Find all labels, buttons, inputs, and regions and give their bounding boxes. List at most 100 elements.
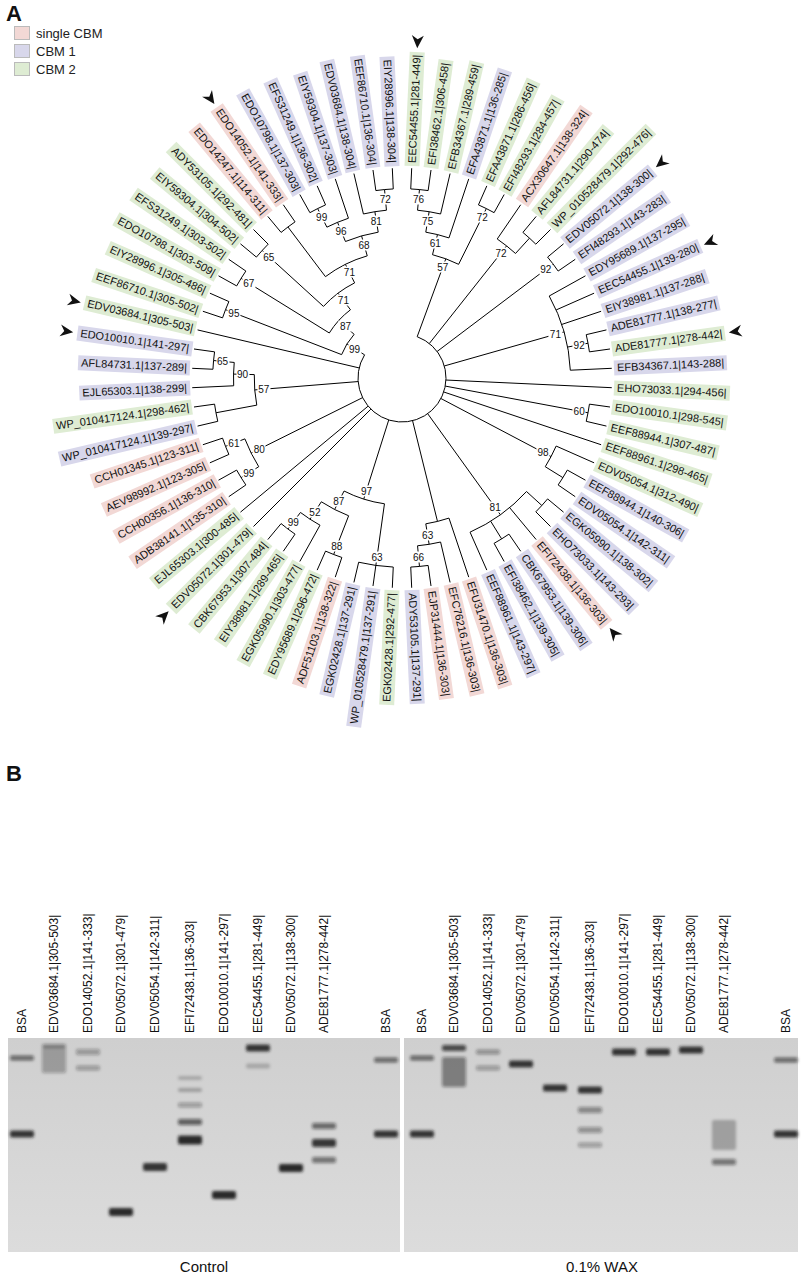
marker-arrow [67, 294, 81, 306]
legend-item: CBM 2 [14, 60, 102, 78]
gel-band [212, 1191, 236, 1199]
tree-branch [226, 310, 355, 355]
sequence-label: EFB34367.1|143-288| [616, 357, 724, 374]
gel-band [178, 1119, 202, 1125]
marker-arrow [704, 234, 718, 245]
gel-band [246, 1064, 270, 1069]
bootstrap-value: 57 [436, 262, 449, 273]
tree-branch [262, 251, 354, 307]
tree-branch [268, 524, 295, 552]
legend-item: single CBM [14, 24, 102, 42]
condition-label: Control [180, 1258, 228, 1276]
sequence-label-box: ADY53105.1|137-291| [404, 589, 424, 704]
bootstrap-value: 99 [315, 211, 328, 222]
panel-letter: B [6, 762, 22, 786]
legend-item: CBM 1 [14, 42, 102, 60]
tree-branch [354, 562, 393, 588]
lane-label: EDV05072.1|301-479| [114, 915, 128, 1033]
sequence-label: EEC54455.1|281-449| [405, 55, 422, 164]
bootstrap-value: 72 [494, 247, 507, 258]
gel-band [374, 1058, 398, 1063]
bootstrap-value: 81 [370, 215, 383, 226]
bootstrap-value: 87 [332, 496, 345, 507]
lane-label: BSA [15, 1009, 29, 1033]
tree-branch [545, 446, 594, 478]
marker-arrows [59, 35, 742, 642]
tree-branch [523, 216, 551, 244]
panel-letter: A [6, 2, 22, 26]
sequence-label: EIY28996.1|138-304| [382, 59, 399, 163]
lane-label: EDO10010.1|141-297| [217, 913, 231, 1033]
bootstrap-value: 99 [287, 516, 300, 527]
bootstrap-value: 60 [573, 406, 586, 417]
tree-branch [426, 518, 469, 577]
gel-bands [10, 1044, 798, 1216]
lane-label: BSA [415, 1009, 429, 1033]
marker-arrow [729, 325, 743, 337]
legend-swatch [14, 44, 30, 58]
lane-label: EDV03684.1|305-503| [447, 915, 461, 1033]
legend-text: CBM 1 [36, 44, 76, 59]
gel-band [712, 1120, 736, 1150]
gel-band [578, 1107, 602, 1113]
marker-arrow [412, 35, 424, 48]
bootstrap-value: 75 [421, 215, 434, 226]
gel-band [578, 1087, 602, 1094]
bootstrap-value: 72 [379, 193, 392, 204]
lane-label: ADE81777.1|278-442| [317, 915, 331, 1033]
gel-band [774, 1058, 798, 1063]
gel-band [442, 1057, 466, 1087]
tree-branch [203, 438, 229, 463]
gel-band [312, 1139, 336, 1147]
gel-image [404, 1038, 798, 1252]
gel-band [476, 1050, 500, 1055]
lane-label: EFI72438.1|136-303| [583, 921, 597, 1033]
bootstrap-value: 68 [357, 239, 370, 250]
gel-band [679, 1047, 703, 1054]
bootstrap-value: 65 [262, 251, 275, 262]
gel-image [8, 1038, 400, 1252]
tree-branch [373, 168, 393, 190]
legend-swatch [14, 62, 30, 76]
gel-band [578, 1127, 602, 1133]
bootstrap-value: 72 [476, 211, 489, 222]
lane-label: EDV05072.1|138-300| [684, 915, 698, 1033]
gel-band [312, 1123, 336, 1129]
sequence-label: EEF86710.1|136-304| [352, 58, 379, 166]
lane-label: EDV05072.1|301-479| [514, 915, 528, 1033]
gel-band [143, 1163, 167, 1171]
sequence-label-box: EGK02428.1|292-477| [379, 589, 399, 705]
gel-band [10, 1131, 34, 1138]
tree-branch [497, 205, 529, 254]
bootstrap-value: 63 [371, 551, 384, 562]
tree-branch [198, 246, 612, 527]
gel-band [774, 1131, 798, 1138]
bootstrap-value: 80 [253, 444, 266, 455]
bootstrap-value: 63 [421, 530, 434, 541]
bootstrap-value: 92 [573, 339, 586, 350]
lane-label: BSA [379, 1009, 393, 1033]
gel-band [410, 1056, 434, 1061]
sequence-label: EGK02428.1|292-477| [381, 592, 398, 702]
gel-band [712, 1159, 736, 1165]
sequence-label-box: EJL65303.1|138-299| [79, 380, 190, 400]
bootstrap-value: 71 [337, 295, 350, 306]
gel-band [543, 1085, 567, 1092]
lane-label: EDO10010.1|141-297| [617, 913, 631, 1033]
sequence-label: ADY53105.1|137-291| [406, 592, 423, 701]
lane-label: EDV05072.1|138-300| [284, 915, 298, 1033]
lane-label: EEC54455.1|281-449| [251, 915, 265, 1033]
bootstrap-value: 90 [236, 369, 249, 380]
bootstrap-value: 88 [330, 541, 343, 552]
tree-branch [203, 293, 229, 318]
tree-branch [411, 565, 431, 587]
gel-band [246, 1045, 270, 1052]
lane-label: EDO14052.1|141-333| [81, 913, 95, 1033]
gel-band [279, 1164, 303, 1172]
lane-label: EDV05054.1|142-311| [148, 916, 162, 1033]
tree-branch [536, 499, 564, 527]
gel-band [76, 1049, 100, 1055]
marker-arrow [155, 611, 168, 624]
tree-branch [586, 404, 610, 426]
